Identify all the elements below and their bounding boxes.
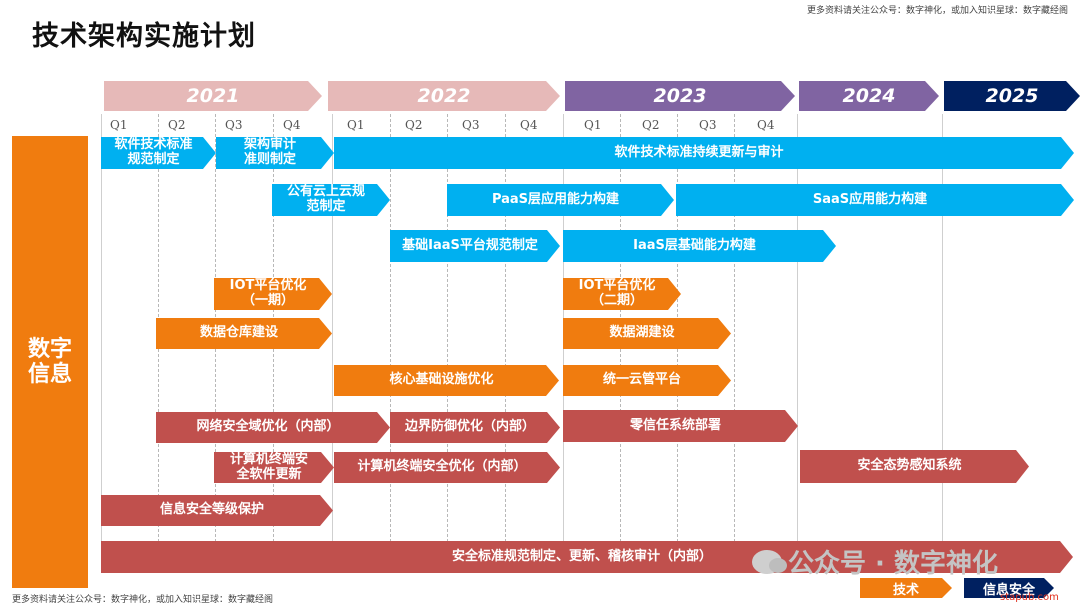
quarter-label: Q1: [584, 118, 602, 132]
legend-security: 信息安全: [964, 578, 1054, 598]
watermark-text: 公众号 · 数字神化: [788, 549, 998, 579]
bar-public-cloud-spec: 公有云上云规 范制定: [272, 184, 390, 216]
grid-line: [505, 114, 506, 542]
bar-core-infra: 核心基础设施优化: [334, 365, 559, 396]
quarter-label: Q2: [642, 118, 660, 132]
site-stamp: stapub.com: [1000, 592, 1059, 603]
year-2023: 2023: [565, 81, 795, 111]
bar-terminal-software-update: 计算机终端安 全软件更新: [214, 452, 334, 483]
bottom-note: 更多资料请关注公众号：数字神化，或加入知识星球：数字藏经阁: [12, 595, 274, 605]
grid-line: [942, 114, 943, 542]
quarter-label: Q3: [225, 118, 243, 132]
wechat-icon: [752, 549, 787, 574]
bar-iaas-spec: 基础IaaS平台规范制定: [390, 230, 560, 262]
bar-software-standards: 软件技术标准 规范制定: [101, 137, 216, 169]
bar-data-warehouse: 数据仓库建设: [156, 318, 332, 349]
bar-zero-trust: 零信任系统部署: [563, 410, 798, 442]
bar-security-level-protection: 信息安全等级保护: [101, 495, 333, 526]
year-2021: 2021: [104, 81, 322, 111]
bar-boundary-defense: 边界防御优化（内部）: [390, 412, 560, 443]
quarter-label: Q4: [283, 118, 301, 132]
top-note: 更多资料请关注公众号：数字神化，或加入知识星球：数字藏经阁: [806, 6, 1068, 16]
bar-iaas-capability: IaaS层基础能力构建: [563, 230, 836, 262]
bar-terminal-security: 计算机终端安全优化（内部）: [334, 452, 560, 483]
quarter-label: Q2: [168, 118, 186, 132]
bar-architecture-audit: 架构审计 准则制定: [216, 137, 334, 169]
bar-security-standards-audit: 安全标准规范制定、更新、稽核审计（内部）: [101, 541, 1073, 573]
bar-saas-capability: SaaS应用能力构建: [676, 184, 1074, 216]
bar-unified-cloud: 统一云管平台: [563, 365, 731, 396]
bar-situation-awareness: 安全态势感知系统: [800, 450, 1029, 483]
bar-paas-capability: PaaS层应用能力构建: [447, 184, 674, 216]
bar-iot-phase1: IOT平台优化 （一期）: [214, 278, 332, 310]
page-title: 技术架构实施计划: [32, 21, 256, 52]
grid-line: [797, 114, 798, 542]
quarter-label: Q1: [110, 118, 128, 132]
quarter-label: Q4: [520, 118, 538, 132]
bar-iot-phase2: IOT平台优化 （二期）: [563, 278, 681, 310]
quarter-label: Q4: [757, 118, 775, 132]
grid-line: [390, 114, 391, 542]
quarter-label: Q3: [699, 118, 717, 132]
legend-tech: 技术: [860, 578, 952, 598]
watermark: 公众号 · 数字神化: [752, 543, 998, 580]
grid-line: [734, 114, 735, 542]
grid-line: [332, 114, 333, 542]
quarter-label: Q1: [347, 118, 365, 132]
quarter-label: Q3: [462, 118, 480, 132]
quarter-label: Q2: [405, 118, 423, 132]
year-2024: 2024: [799, 81, 939, 111]
grid-line: [447, 114, 448, 542]
bar-network-security: 网络安全域优化（内部）: [156, 412, 390, 443]
year-2025: 2025: [944, 81, 1080, 111]
year-2022: 2022: [328, 81, 560, 111]
grid-line: [101, 114, 102, 542]
category-label-digital-info: 数字 信息: [12, 136, 88, 588]
bar-software-standards-update: 软件技术标准持续更新与审计: [334, 137, 1074, 169]
bar-data-lake: 数据湖建设: [563, 318, 731, 349]
